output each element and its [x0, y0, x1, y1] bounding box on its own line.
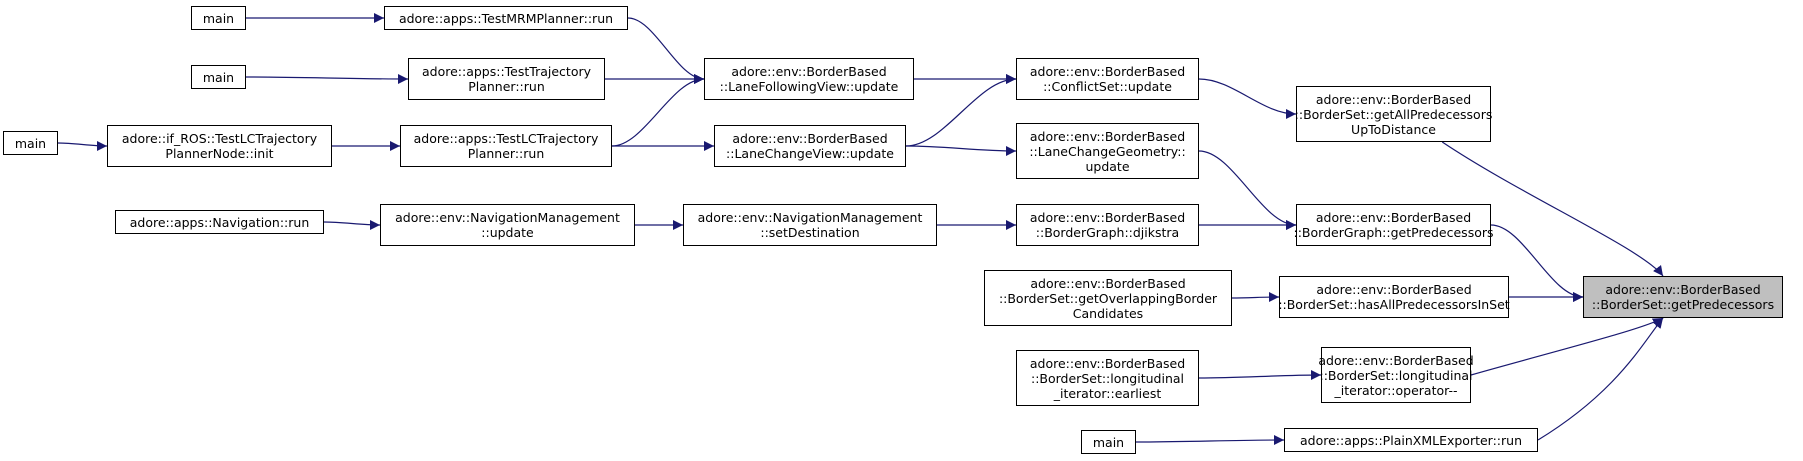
node-main3[interactable]: main	[3, 131, 58, 155]
node-target: adore::env::BorderBased::BorderSet::getP…	[1583, 276, 1783, 318]
edge-laneChangeView-to-conflictSet	[905, 74, 1017, 147]
node-getOverlap[interactable]: adore::env::BorderBased::BorderSet::getO…	[984, 270, 1232, 326]
node-mainB[interactable]: main	[1081, 430, 1136, 454]
node-label-line: adore::env::BorderBased	[1315, 210, 1472, 225]
node-label-line: ::BorderGraph::getPredecessors	[1293, 225, 1494, 240]
node-label-line: Planner::run	[468, 79, 545, 94]
node-label-line: ::setDestination	[760, 225, 860, 240]
edge-testMRM-to-laneFollowing	[627, 17, 705, 84]
node-label-line: Planner::run	[467, 146, 545, 161]
node-label-line: ::BorderSet::hasAllPredecessorsInSet	[1278, 297, 1510, 312]
edge-getOverlap-to-hasAllPred	[1231, 292, 1280, 303]
node-label-line: adore::apps::PlainXMLExporter::run	[1300, 432, 1522, 448]
node-label-line: adore::env::BorderBased	[732, 131, 888, 146]
node-getAllPredUpTo[interactable]: adore::env::BorderBased::BorderSet::getA…	[1294, 86, 1493, 142]
node-label-line: Candidates	[1072, 305, 1144, 321]
edge-main3-to-rosInit	[57, 140, 108, 151]
node-laneFollowing[interactable]: adore::env::BorderBased::LaneFollowingVi…	[704, 58, 914, 100]
node-label-line: adore::env::BorderBased	[731, 64, 887, 79]
edge-mainB-to-plainXml	[1135, 435, 1285, 446]
node-label-line: main	[14, 135, 47, 151]
node-plainXml[interactable]: adore::apps::PlainXMLExporter::run	[1284, 428, 1538, 452]
node-label-line: adore::env::BorderBased	[1029, 64, 1186, 79]
node-label-line: ::BorderSet::getAllPredecessors	[1294, 106, 1493, 122]
node-navUpdate[interactable]: adore::env::NavigationManagement::update	[380, 204, 635, 246]
edge-plainXml-to-target	[1537, 317, 1664, 441]
edge-longIterOp-to-target	[1470, 317, 1664, 376]
node-conflictSet[interactable]: adore::env::BorderBased::ConflictSet::up…	[1016, 58, 1199, 100]
node-label-line: ::update	[481, 225, 534, 240]
node-longIterOp[interactable]: adore::env::BorderBased::BorderSet::long…	[1318, 347, 1474, 403]
node-label-line: main	[202, 69, 235, 85]
node-label-line: _iterator::operator--	[1334, 382, 1458, 398]
node-label-line: adore::env::BorderBased	[1318, 352, 1474, 368]
node-label-line: adore::env::BorderBased	[1605, 282, 1761, 297]
node-label-line: adore::env::BorderBased	[1316, 282, 1472, 297]
edge-laneChangeView-to-laneChangeGeom	[905, 145, 1017, 156]
edge-navRun-to-navUpdate	[323, 219, 381, 230]
node-testMRM[interactable]: adore::apps::TestMRMPlanner::run	[384, 6, 628, 30]
node-label-line: adore::if_ROS::TestLCTrajectory	[121, 131, 318, 146]
edge-getAllPredUpTo-to-target	[1441, 141, 1664, 277]
node-label-line: main	[202, 10, 235, 26]
edge-main2-to-testTraj	[245, 73, 409, 84]
node-bgGetPred[interactable]: adore::env::BorderBased::BorderGraph::ge…	[1293, 204, 1494, 246]
node-label-line: ::BorderSet::getPredecessors	[1591, 297, 1775, 312]
node-label-line: adore::apps::Navigation::run	[129, 214, 310, 230]
node-label-line: ::BorderGraph::djikstra	[1035, 225, 1180, 240]
edge-testLCTraj-to-laneFollowing	[611, 74, 705, 147]
node-label-line: ::BorderSet::getOverlappingBorder	[998, 290, 1218, 306]
node-label-line: adore::env::BorderBased	[1030, 275, 1186, 291]
node-label-line: ::LaneChangeGeometry::	[1029, 143, 1186, 159]
node-label-line: ::BorderSet::longitudinal	[1319, 367, 1473, 383]
node-label-line: ::BorderSet::longitudinal	[1030, 370, 1184, 386]
node-hasAllPred[interactable]: adore::env::BorderBased::BorderSet::hasA…	[1278, 276, 1510, 318]
node-label-line: main	[1092, 434, 1125, 450]
node-laneChangeView[interactable]: adore::env::BorderBased::LaneChangeView:…	[714, 125, 906, 167]
node-label-line: adore::env::BorderBased	[1029, 210, 1186, 225]
edge-earliest-to-longIterOp	[1198, 370, 1322, 381]
node-label-line: adore::env::BorderBased	[1315, 91, 1472, 107]
node-label-line: adore::env::BorderBased	[1029, 128, 1186, 144]
node-main1[interactable]: main	[191, 6, 246, 30]
node-navRun[interactable]: adore::apps::Navigation::run	[115, 210, 324, 234]
node-setDest[interactable]: adore::env::NavigationManagement::setDes…	[683, 204, 937, 246]
node-label-line: _iterator::earliest	[1053, 385, 1162, 401]
node-main2[interactable]: main	[191, 65, 246, 89]
node-djikstra[interactable]: adore::env::BorderBased::BorderGraph::dj…	[1016, 204, 1199, 246]
node-label-line: adore::env::NavigationManagement	[395, 210, 620, 225]
node-label-line: adore::apps::TestMRMPlanner::run	[398, 10, 614, 26]
node-earliest[interactable]: adore::env::BorderBased::BorderSet::long…	[1016, 350, 1199, 406]
node-label-line: adore::env::BorderBased	[1029, 355, 1186, 371]
node-label-line: ::ConflictSet::update	[1043, 79, 1172, 94]
node-label-line: UpToDistance	[1351, 121, 1436, 137]
node-label-line: adore::apps::TestTrajectory	[421, 64, 592, 79]
node-label-line: ::LaneFollowingView::update	[719, 79, 899, 94]
node-label-line: ::LaneChangeView::update	[726, 146, 894, 161]
node-label-line: adore::env::NavigationManagement	[697, 210, 923, 225]
node-label-line: PlannerNode::init	[165, 146, 274, 161]
edge-conflictSet-to-getAllPredUpTo	[1198, 78, 1297, 119]
edge-bgGetPred-to-target	[1490, 224, 1584, 302]
node-label-line: adore::apps::TestLCTrajectory	[413, 131, 599, 146]
edge-laneChangeGeom-to-bgGetPred	[1198, 150, 1297, 230]
node-laneChangeGeom[interactable]: adore::env::BorderBased::LaneChangeGeome…	[1016, 123, 1199, 179]
node-label-line: update	[1085, 158, 1130, 174]
